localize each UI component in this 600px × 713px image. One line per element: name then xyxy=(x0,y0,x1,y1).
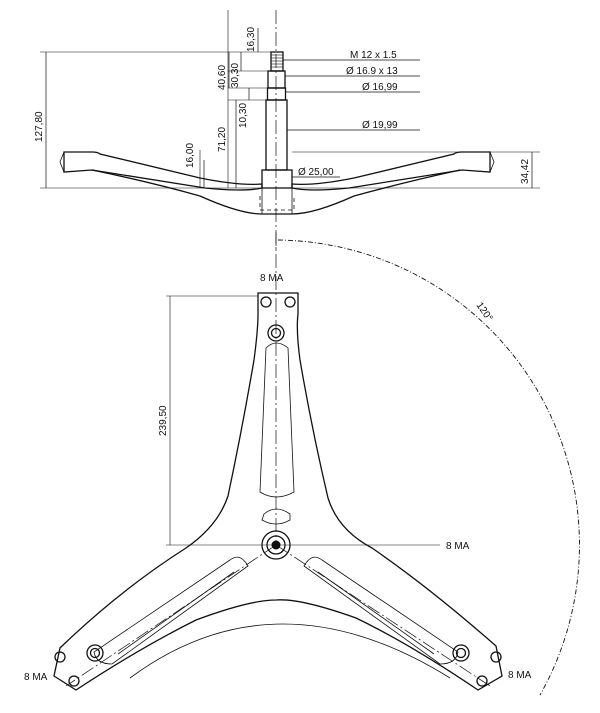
side-left-arm xyxy=(63,151,263,191)
hole-label-right: 8 MA xyxy=(508,670,532,681)
dim-total-height-label: 127,80 xyxy=(34,111,45,142)
left-arm-pocket xyxy=(93,556,249,665)
dim-34-42-label: 34,42 xyxy=(520,159,531,184)
side-extension-lines xyxy=(40,10,540,189)
side-right-tip xyxy=(489,151,495,173)
side-left-arm-bottom xyxy=(91,169,461,215)
shaft-section-19-99 xyxy=(265,99,288,171)
right-boss-hole xyxy=(455,647,467,659)
side-dimension-lines xyxy=(45,28,533,188)
hub-hidden-bore xyxy=(259,196,295,211)
dim-16-30-label: 16,30 xyxy=(246,27,257,52)
hole-label-center: 8 MA xyxy=(446,541,470,552)
dim-10-30-label: 10,30 xyxy=(238,103,249,128)
dim-16-00-label: 16,00 xyxy=(185,143,196,168)
right-arm-pocket xyxy=(303,556,459,665)
right-hole-upper xyxy=(490,651,502,663)
top-arm-pocket xyxy=(259,342,295,498)
dim-d16-99-label: Ø 16,99 xyxy=(362,82,398,93)
angle-arc xyxy=(277,239,580,696)
top-boss xyxy=(267,324,285,342)
dim-d25-label: Ø 25,00 xyxy=(298,167,334,178)
shaft-section-16-99 xyxy=(266,87,287,101)
inner-curve-bottom xyxy=(129,623,451,679)
left-boss-hole xyxy=(89,647,101,659)
dim-30-30-label: 30,30 xyxy=(230,63,241,88)
hole-label-top: 8 MA xyxy=(260,273,284,284)
left-arm-centerline xyxy=(65,544,277,687)
arm-length-label: 239,50 xyxy=(158,405,169,436)
left-hole-upper xyxy=(54,651,66,663)
side-view: M 12 x 1.5 Ø 16.9 x 13 Ø 16,99 Ø 19,99 Ø… xyxy=(34,10,540,250)
side-right-arm xyxy=(291,151,491,191)
top-hole-right xyxy=(284,296,296,308)
shaft-section-16-9 xyxy=(267,70,286,89)
thread-hatching xyxy=(271,54,283,68)
angle-label: 120° xyxy=(474,300,495,323)
arm-length-dimension xyxy=(166,295,440,546)
left-hole-lower xyxy=(68,675,80,687)
spider-outline xyxy=(53,292,503,691)
top-boss-hole xyxy=(270,327,282,339)
top-arm-slot xyxy=(261,508,291,525)
dim-40-60-label: 40,60 xyxy=(217,65,228,90)
right-arm-centerline xyxy=(275,544,491,687)
left-arm-pocket-inner xyxy=(117,571,235,655)
dim-thread-label: M 12 x 1.5 xyxy=(350,50,397,61)
dim-71-20-label: 71,20 xyxy=(217,127,228,152)
dim-d19-99-label: Ø 19,99 xyxy=(362,120,398,131)
top-view: 120° xyxy=(24,232,580,696)
left-boss xyxy=(86,644,104,662)
top-hole-left xyxy=(260,296,272,308)
right-boss xyxy=(452,644,470,662)
side-left-tip xyxy=(59,151,65,173)
hole-label-left: 8 MA xyxy=(24,672,48,683)
shaft-collar-25 xyxy=(261,169,293,189)
dim-d16-9-label: Ø 16.9 x 13 xyxy=(346,66,398,77)
right-hole-lower xyxy=(476,675,488,687)
